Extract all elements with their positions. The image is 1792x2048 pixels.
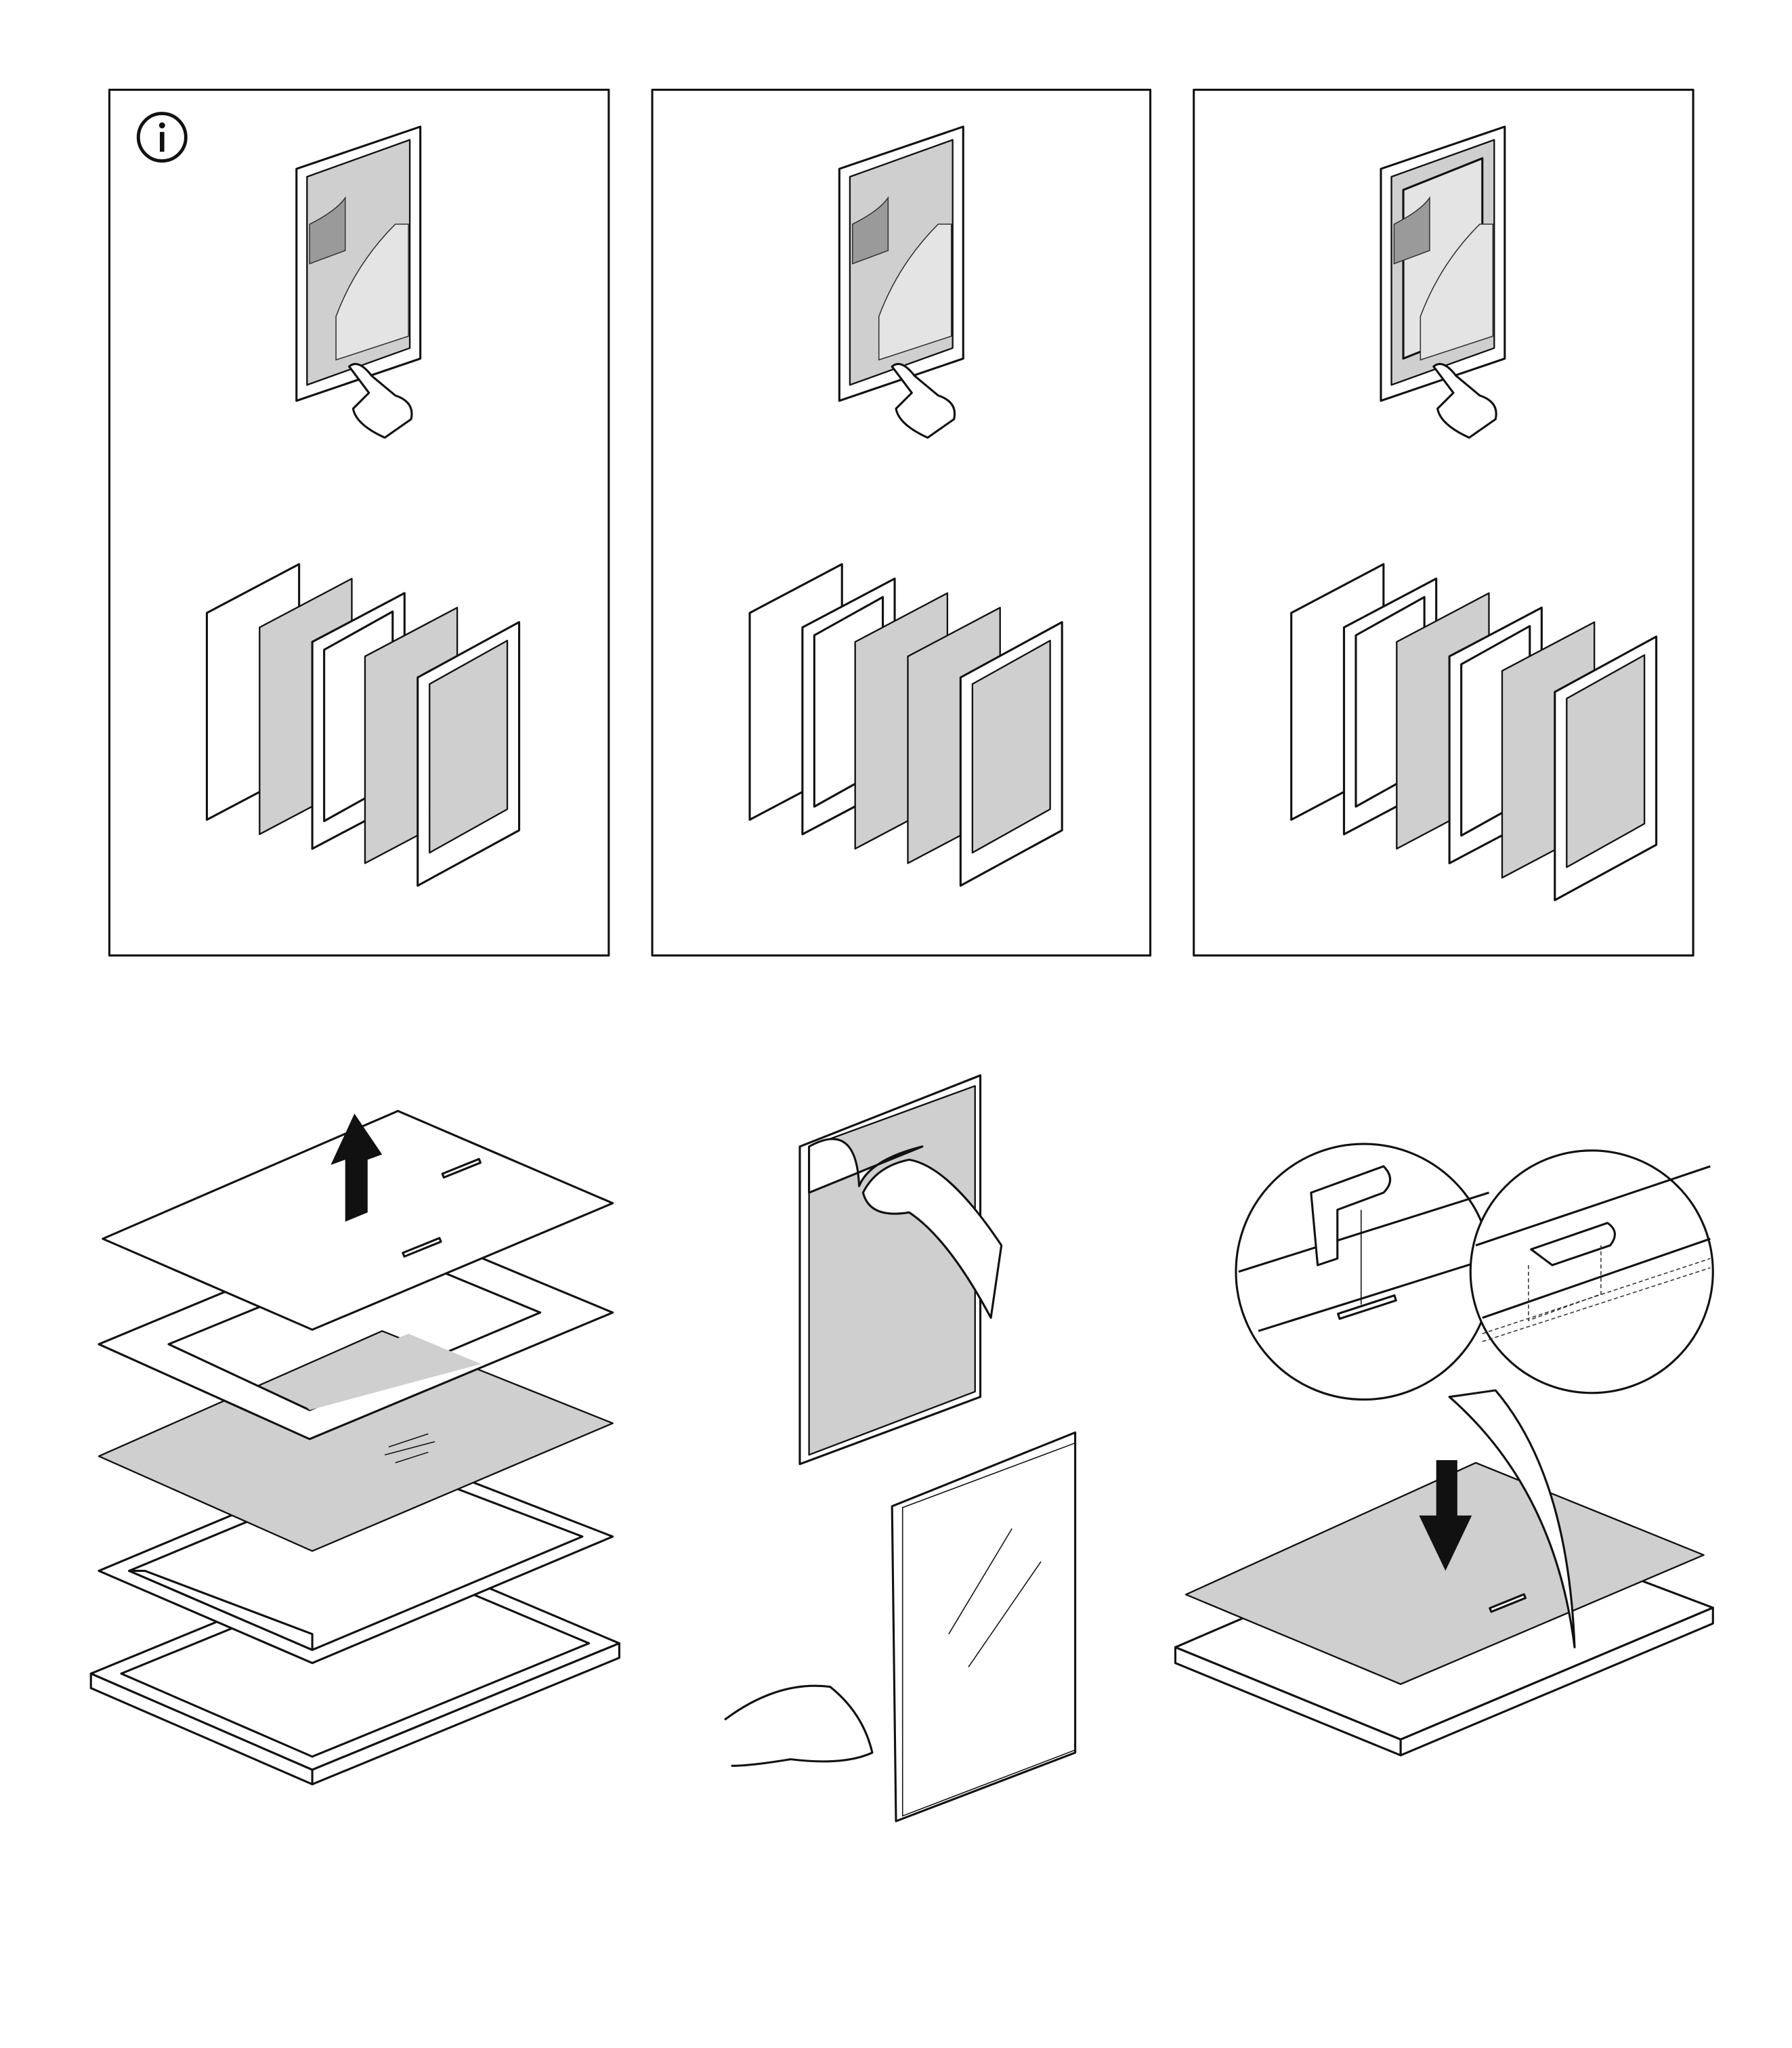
- framed-picture: [295, 125, 422, 439]
- frame-base: [89, 1547, 620, 1786]
- hand-pointing-icon: [1432, 363, 1497, 439]
- back-board: [102, 1109, 614, 1331]
- glass-pane: [891, 1431, 1077, 1822]
- hand-pointing-icon: [891, 363, 956, 439]
- framed-picture: [838, 125, 964, 439]
- glass-reflection-marks: [384, 1433, 435, 1464]
- picture-sheet: [98, 1330, 614, 1552]
- peel-film-illustration: [724, 1074, 1077, 1822]
- arrow-up-icon: [330, 1113, 383, 1222]
- exploded-frame-layers: [205, 563, 521, 887]
- peeled-film-corner: [808, 1138, 924, 1194]
- framed-picture: [1380, 125, 1506, 439]
- insert-back-board-illustration: [1174, 1143, 1714, 1757]
- detail-magnifier-clip: [1469, 1149, 1714, 1394]
- hand-pointing-icon: [348, 363, 413, 439]
- exploded-frame-layers: [748, 563, 1063, 887]
- exploded-frame-layers: [1290, 563, 1658, 901]
- detail-magnifier-hanger: [1235, 1143, 1493, 1401]
- hand-icon: [724, 1684, 874, 1767]
- info-panel-1: [108, 89, 610, 957]
- frame-layers-exploded: [89, 1109, 620, 1786]
- info-icon: [136, 112, 188, 163]
- arrow-down-icon: [1419, 1459, 1472, 1571]
- info-panel-3: [1193, 89, 1694, 957]
- info-panel-2: [651, 89, 1152, 957]
- back-board: [1185, 1462, 1705, 1685]
- hand-icon: [861, 1158, 1003, 1319]
